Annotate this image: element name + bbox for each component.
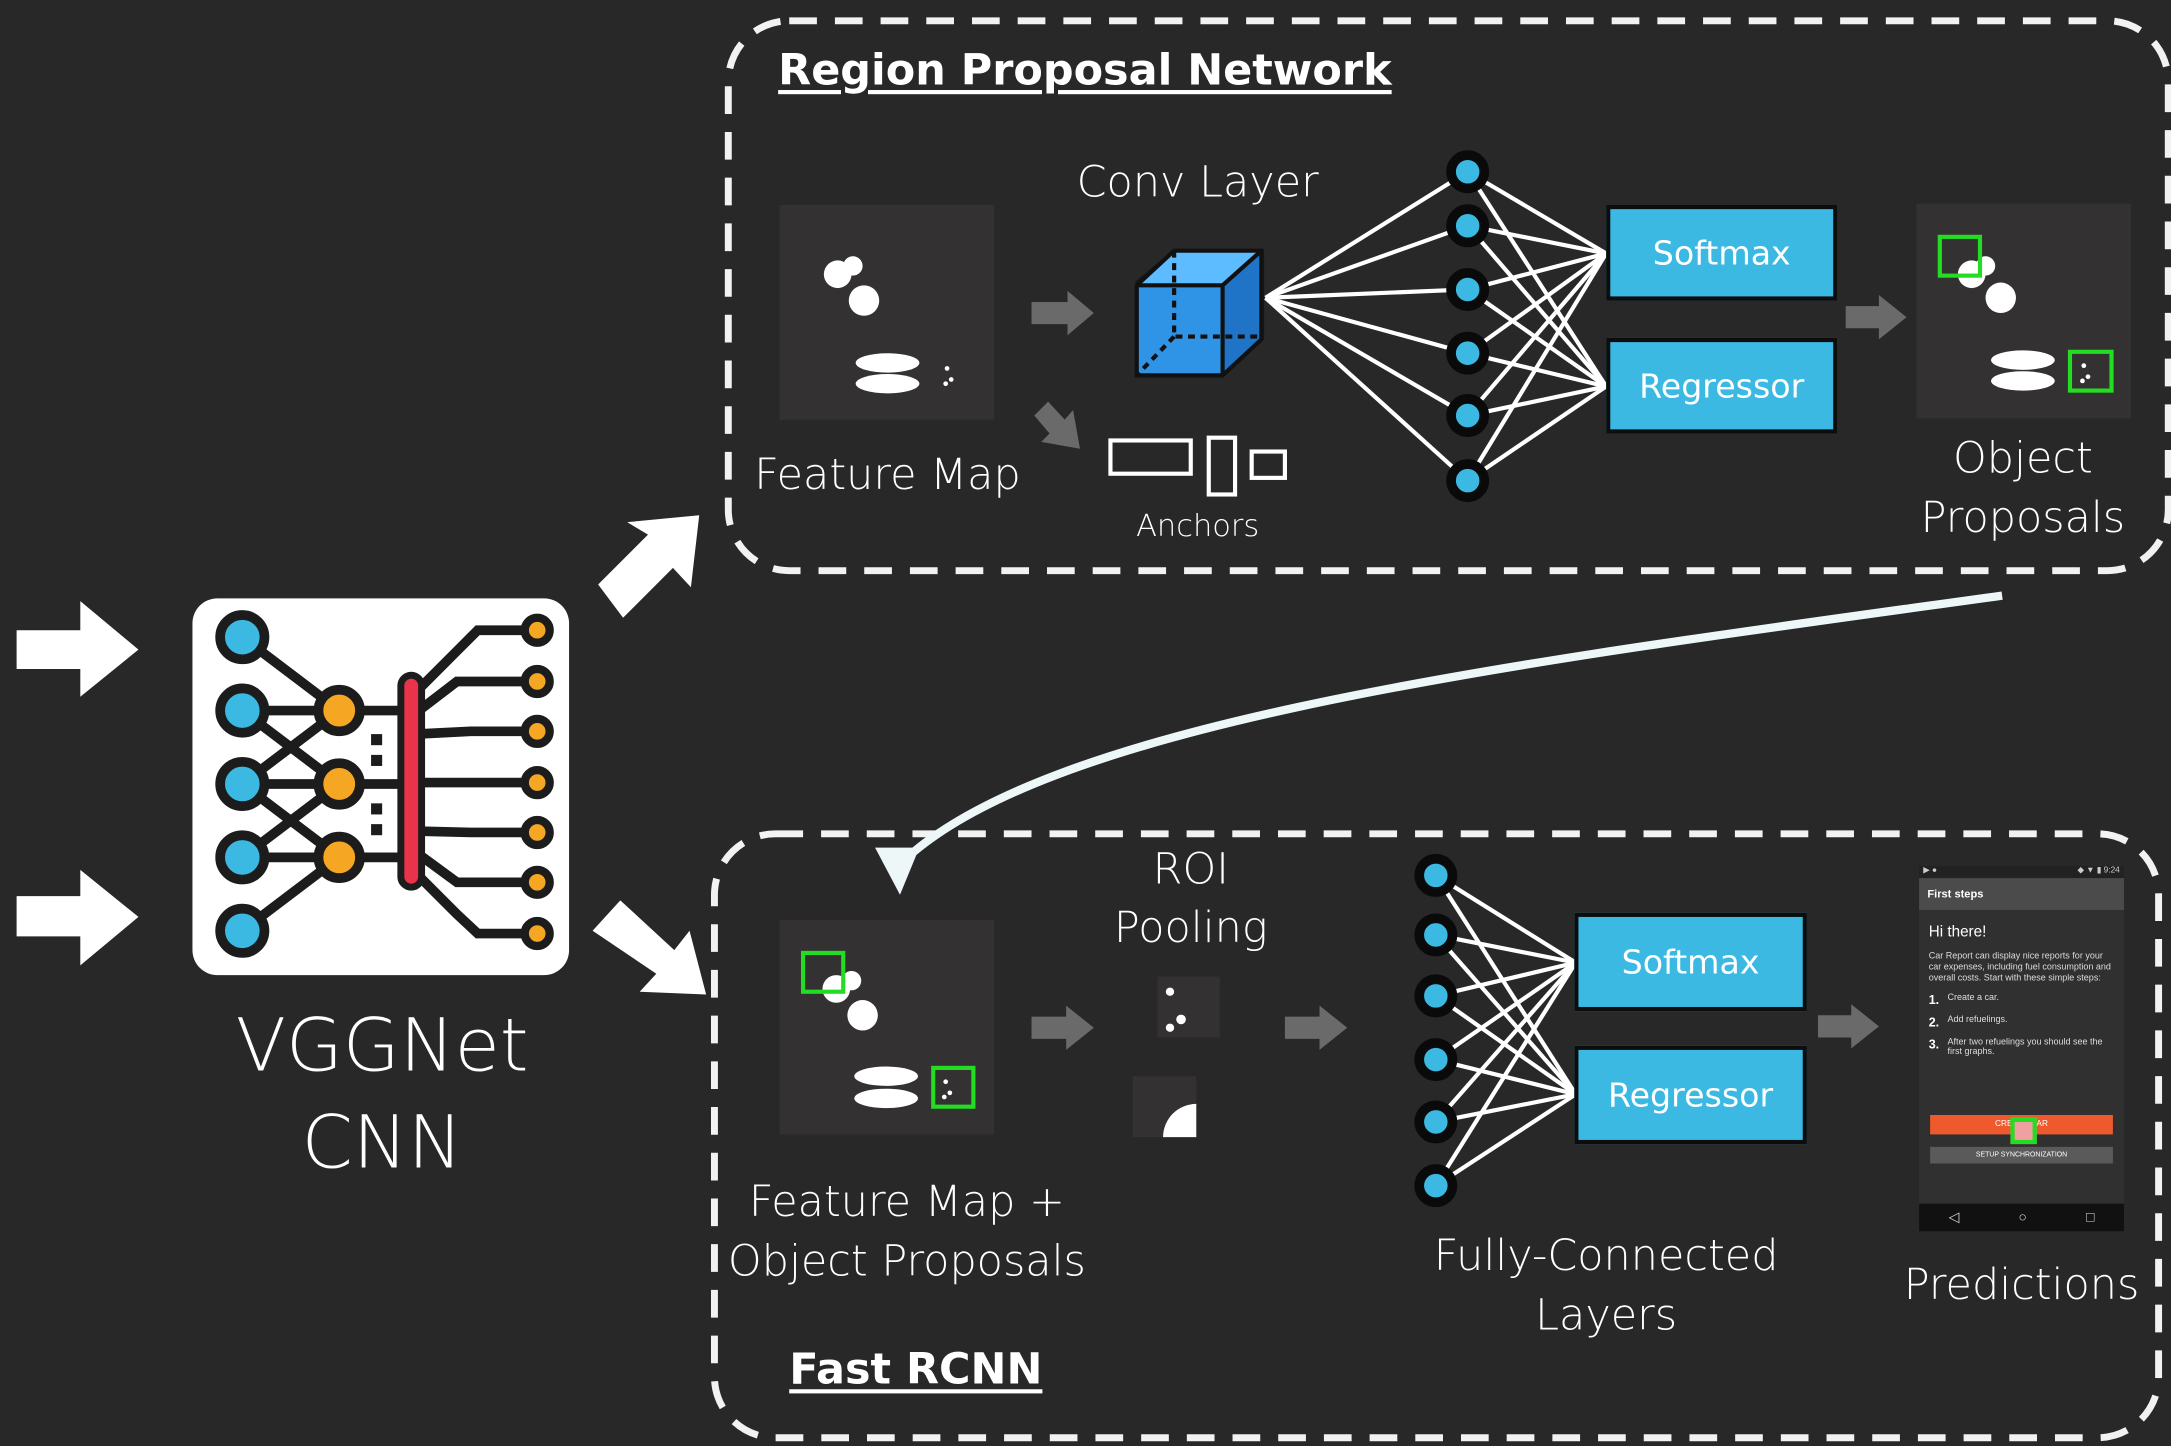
- regressor-to-proposals-arrow: [1845, 295, 1907, 340]
- rpn-feature-map-label: Feature Map: [754, 450, 1021, 501]
- rpn-feature-map-panel: [779, 204, 995, 420]
- phone-sync-button[interactable]: SETUP SYNCHRONIZATION: [1930, 1146, 2113, 1164]
- home-icon[interactable]: ○: [2018, 1209, 2027, 1226]
- input-arrow-top: [16, 601, 139, 697]
- phone-greeting: Hi there!: [1928, 923, 1987, 941]
- rpn-connections: [1264, 169, 1608, 483]
- recents-icon[interactable]: □: [2086, 1209, 2095, 1226]
- phone-step-3-num: 3.: [1928, 1037, 1940, 1052]
- phone-step-2-num: 2.: [1928, 1015, 1940, 1030]
- anchor-boxes: [1108, 435, 1287, 497]
- conv-layer-label: Conv Layer: [1076, 157, 1319, 208]
- phone-status-left: ▶ ●: [1923, 867, 1937, 876]
- prediction-phone-screenshot: ▶ ● ◆ ▼ ▮ 9:24 First steps Hi there! Car…: [1919, 865, 2124, 1232]
- fc-layers-label-1: Fully-Connected: [1433, 1231, 1779, 1282]
- feature-to-roi-arrow: [1031, 1005, 1094, 1050]
- phone-step-1-text: Create a car.: [1947, 993, 1999, 1003]
- vggnet-label: VGGNet: [235, 1004, 529, 1089]
- phone-detection-box: [2010, 1117, 2037, 1145]
- feature-to-conv-arrow: [1031, 290, 1094, 336]
- phone-app-title: First steps: [1927, 887, 1984, 901]
- conv-layer-cube: [1134, 248, 1265, 378]
- object-proposals-label-2: Proposals: [1920, 493, 2126, 543]
- frcnn-neurons: [1414, 853, 1458, 1208]
- vggnet-network-icon: [192, 598, 570, 976]
- phone-step-2: 2. Add refuelings.: [1929, 1015, 2116, 1029]
- frcnn-feature-map-panel: [779, 919, 995, 1135]
- back-icon[interactable]: ◁: [1948, 1209, 1960, 1226]
- rpn-dashed-frame: [724, 17, 2171, 575]
- anchors-label: Anchors: [1136, 509, 1260, 545]
- phone-status-right: ◆ ▼ ▮ 9:24: [2077, 867, 2120, 876]
- frcnn-feature-map-label-1: Feature Map +: [748, 1177, 1065, 1228]
- rpn-title: Region Proposal Network: [778, 45, 1392, 96]
- frcnn-regressor-box: Regressor: [1574, 1045, 1807, 1145]
- arrow-to-rpn: [598, 515, 700, 618]
- proposals-feedback-arrow: [899, 591, 2003, 865]
- input-arrow-bottom: [16, 869, 139, 966]
- feature-to-anchors-arrow: [1034, 401, 1080, 449]
- object-proposals-panel: [1916, 203, 2131, 419]
- fc-layers-label-2: Layers: [1535, 1290, 1678, 1341]
- phone-app-bar: First steps: [1919, 878, 2124, 911]
- roi-pooling-label-2: Pooling: [1113, 903, 1268, 953]
- arrow-to-fast-rcnn: [592, 900, 707, 995]
- frcnn-connections: [1434, 873, 1578, 1188]
- fast-rcnn-dashed-frame: [710, 830, 2163, 1442]
- rpn-neurons: [1446, 150, 1490, 503]
- fast-rcnn-title: Fast RCNN: [789, 1344, 1043, 1395]
- frcnn-softmax-box: Softmax: [1574, 912, 1807, 1012]
- phone-status-bar: ▶ ● ◆ ▼ ▮ 9:24: [1919, 865, 2124, 879]
- frcnn-feature-map-label-2: Object Proposals: [727, 1236, 1086, 1287]
- phone-step-3-text: After two refuelings you should see the …: [1947, 1037, 2103, 1057]
- phone-intro-text: Car Report can display nice reports for …: [1928, 951, 2111, 984]
- cnn-label: CNN: [301, 1101, 463, 1186]
- phone-step-3: 3. After two refuelings you should see th…: [1929, 1037, 2116, 1056]
- phone-nav-bar: ◁ ○ □: [1919, 1203, 2124, 1232]
- rpn-regressor-box: Regressor: [1606, 337, 1838, 434]
- phone-step-1: 1. Create a car.: [1929, 993, 2116, 1007]
- regressor-to-predictions-arrow: [1817, 1004, 1879, 1049]
- object-proposals-label-1: Object: [1953, 433, 2093, 484]
- predictions-label: Predictions: [1903, 1260, 2140, 1311]
- roi-to-fc-arrow: [1284, 1005, 1348, 1050]
- phone-step-2-text: Add refuelings.: [1947, 1015, 2008, 1025]
- phone-step-1-num: 1.: [1928, 993, 1940, 1007]
- roi-pooling-label-1: ROI: [1152, 844, 1229, 895]
- proposals-feedback-arrowhead: [875, 847, 920, 895]
- roi-pooled-patches: [1132, 976, 1220, 1138]
- rpn-softmax-box: Softmax: [1606, 204, 1838, 301]
